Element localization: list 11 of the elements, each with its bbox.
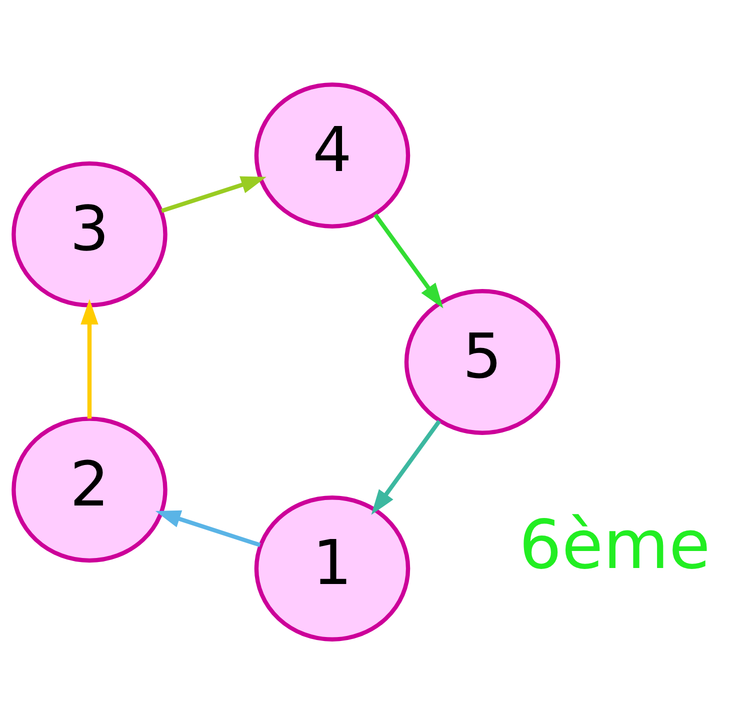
node-circle: 4 <box>254 82 410 228</box>
arrow <box>374 212 444 308</box>
node-circle: 1 <box>254 495 410 641</box>
node-circle: 3 <box>12 160 168 307</box>
node-circle: 5 <box>404 288 560 434</box>
arrow <box>155 510 261 547</box>
label: 6ème <box>518 504 710 584</box>
arrow <box>161 176 266 212</box>
arrow <box>371 419 441 514</box>
arrow <box>80 298 98 418</box>
node-circle: 2 <box>12 416 168 562</box>
